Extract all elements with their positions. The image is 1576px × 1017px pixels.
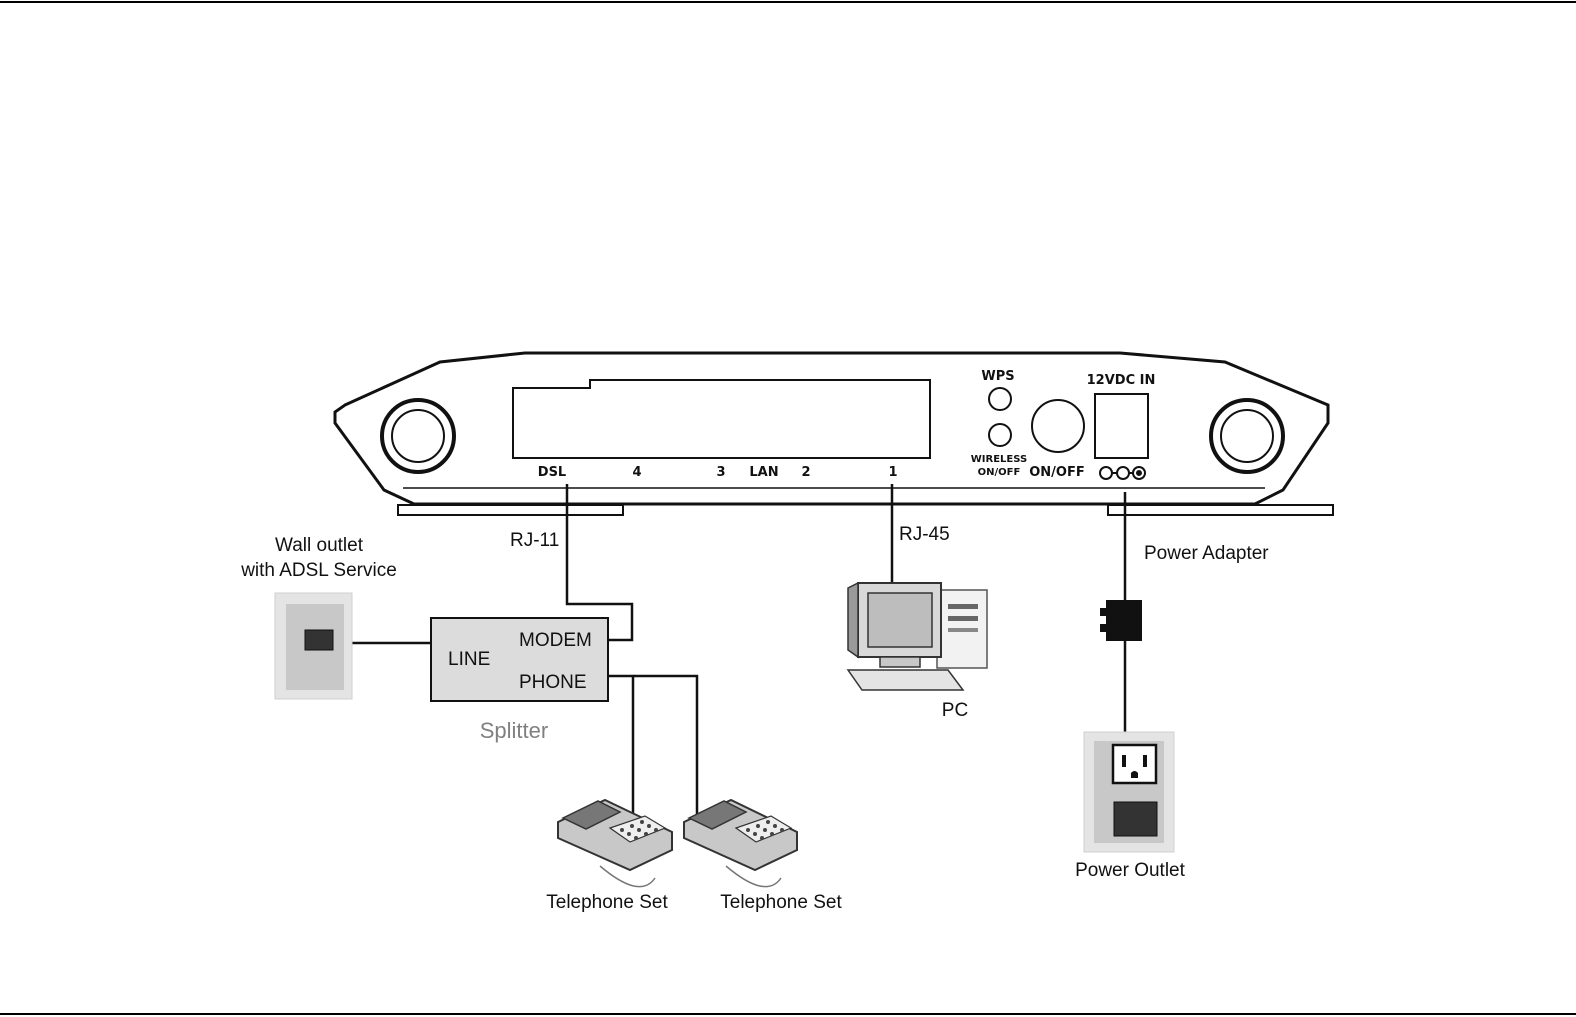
lan-port1-label: 1 [888, 465, 897, 480]
wps-label: WPS [981, 369, 1014, 384]
power-adapter-label: Power Adapter [1144, 543, 1269, 564]
switch-icon [1114, 802, 1157, 836]
lan-label: LAN [749, 465, 778, 480]
splitter-phone-label: PHONE [519, 672, 587, 693]
splitter-caption: Splitter [480, 718, 548, 743]
power-jack [1095, 394, 1148, 458]
router-foot-left [398, 505, 623, 515]
telephone-icon-1 [558, 800, 672, 887]
router-rear-panel: WPS WIRELESS ON/OFF ON/OFF 12VDC IN DSL … [335, 353, 1333, 515]
telephone-label-2: Telephone Set [720, 892, 842, 913]
wall-outlet-label-line1: Wall outlet [275, 535, 364, 556]
dsl-port-label: DSL [538, 465, 566, 480]
power-adapter-icon [1100, 600, 1142, 641]
wireless-onoff-button [989, 424, 1011, 446]
power-outlet [1084, 732, 1174, 852]
pc-label: PC [942, 700, 968, 721]
power-outlet-label: Power Outlet [1075, 860, 1186, 881]
wall-jack-icon [305, 630, 333, 650]
onoff-label: ON/OFF [1029, 465, 1085, 480]
lan-port4-label: 4 [632, 465, 641, 480]
rj45-label: RJ-45 [899, 524, 950, 545]
wireless-label-line1: WIRELESS [971, 454, 1027, 465]
splitter-line-label: LINE [448, 649, 490, 670]
router-foot-right [1108, 505, 1333, 515]
telephone-icon-2 [684, 800, 797, 887]
wps-button [989, 388, 1011, 410]
wireless-label-line2: ON/OFF [978, 467, 1021, 478]
phone-cable-2 [633, 676, 697, 818]
pc-icon [848, 583, 987, 690]
lan-port3-label: 3 [716, 465, 725, 480]
rj11-label: RJ-11 [510, 530, 559, 551]
power-in-label: 12VDC IN [1087, 373, 1156, 388]
port-panel [513, 380, 930, 458]
power-onoff-button [1032, 400, 1084, 452]
wall-outlet-label-line2: with ADSL Service [240, 560, 397, 581]
antenna-right [1211, 400, 1283, 472]
wall-outlet [275, 593, 352, 699]
splitter-modem-label: MODEM [519, 630, 592, 651]
antenna-left [382, 400, 454, 472]
phone-cable-1 [608, 676, 633, 820]
lan-port2-label: 2 [801, 465, 810, 480]
polarity-symbol-icon [1100, 467, 1145, 479]
telephone-label-1: Telephone Set [546, 892, 668, 913]
